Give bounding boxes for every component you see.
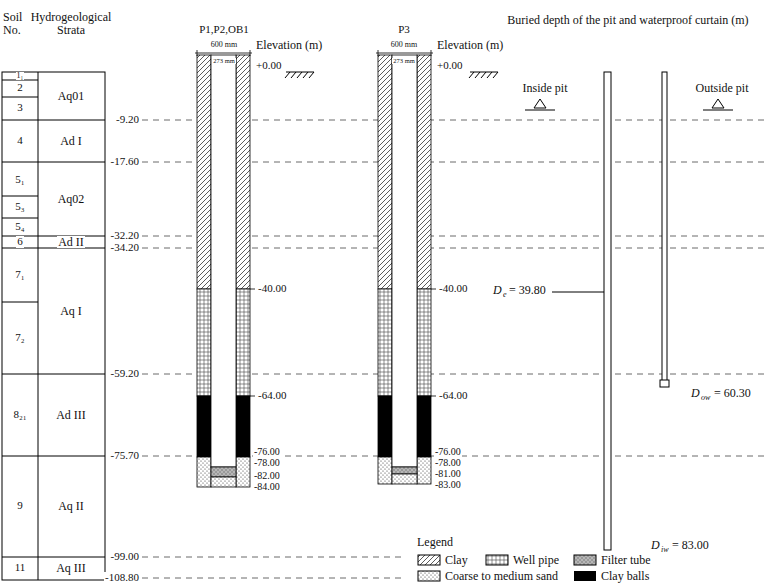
label: Elevation (m) [255,39,323,52]
label: 273 mm [212,58,236,65]
well-section [211,467,236,477]
label: -17.60 [110,156,140,168]
label: -78.00 [434,458,462,469]
label: 5₃ [14,201,25,213]
label: 8₂₁ [12,409,27,421]
well-section [197,55,211,289]
label: -32.20 [110,230,140,242]
label: Buried depth of the pit and waterproof c… [506,14,749,27]
well-section [236,289,250,396]
label: Ad I [59,135,83,148]
label: -9.20 [115,114,140,126]
label: 600 mm [390,41,418,49]
label: -84.00 [253,482,281,493]
label: 7₁ [14,269,25,281]
label: Elevation (m) [436,39,504,52]
label: -59.20 [110,368,140,380]
legend-text: Coarse to medium sand [444,570,559,583]
label: Aq02 [57,193,86,206]
label: 5₁ [14,174,25,186]
label: 600 mm [210,41,238,49]
well-section [211,55,236,467]
label: -108.80 [104,572,140,584]
label: 5₄ [14,221,25,233]
legend-text: Filter tube [600,554,652,567]
label: = 60.30 [713,387,752,400]
label: 3 [16,102,24,114]
label: ow [700,394,711,402]
legend-text: Clay [444,554,469,567]
label: 7₂ [14,332,25,344]
label: P3 [397,24,411,36]
well-section [378,396,392,457]
label: 1₁ [16,72,25,80]
label: 2 [16,82,24,94]
pit-wall [525,72,733,550]
well-section [392,474,417,484]
legend-swatch [574,571,596,581]
ground-symbols [285,72,498,78]
label: -78.00 [253,458,281,469]
legend-text: Well pipe [512,554,560,567]
label: -83.00 [434,480,462,491]
label: D [650,539,661,552]
well-section [378,55,392,289]
label: iw [660,546,670,554]
label: D [492,284,503,297]
well-section [211,477,236,487]
label: -75.70 [110,450,140,462]
label: = 39.80 [508,284,547,297]
label: +0.00 [436,60,463,72]
well-section [417,289,431,396]
well-columns [195,50,436,487]
label: Aq I [59,305,83,318]
label: 11 [14,562,27,574]
label: +0.00 [255,60,282,72]
well-section [236,396,250,457]
label: -40.00 [438,283,468,295]
label: Legend [416,536,454,549]
label: Aq II [57,500,85,513]
well-section [197,289,211,396]
label: Inside pit [522,82,569,95]
label: Hydrogeological Strata [20,11,122,36]
well-section [236,55,250,289]
label: 4 [16,135,24,147]
well-section [197,457,211,487]
label: -64.00 [438,390,468,402]
label: -81.00 [434,469,462,480]
label: 6 [16,236,24,248]
label: 273 mm [392,58,416,65]
label: -76.00 [434,447,462,458]
well-section [392,467,417,474]
label: -82.00 [253,471,281,482]
label: = 83.00 [671,539,710,552]
label: Aq III [55,562,87,575]
label: -40.00 [257,283,287,295]
label: Outside pit [695,82,750,95]
well-section [392,55,417,467]
label: D [690,387,701,400]
label: -34.20 [110,242,140,254]
well-section [417,55,431,289]
label: -76.00 [253,447,281,458]
well-section [378,457,392,484]
label: 9 [16,500,24,512]
well-section [378,289,392,396]
label: e [502,291,508,299]
label: Ad II [57,236,85,249]
label: -99.00 [110,551,140,563]
well-section [417,396,431,457]
well-section [236,457,250,487]
label: P1,P2,OB1 [198,24,250,36]
strata-table [2,72,105,580]
well-section [417,457,431,484]
label: -64.00 [257,390,287,402]
label: Aq01 [57,90,86,103]
legend-text: Clay balls [600,570,650,583]
well-section [197,396,211,457]
label: Ad III [55,409,87,422]
